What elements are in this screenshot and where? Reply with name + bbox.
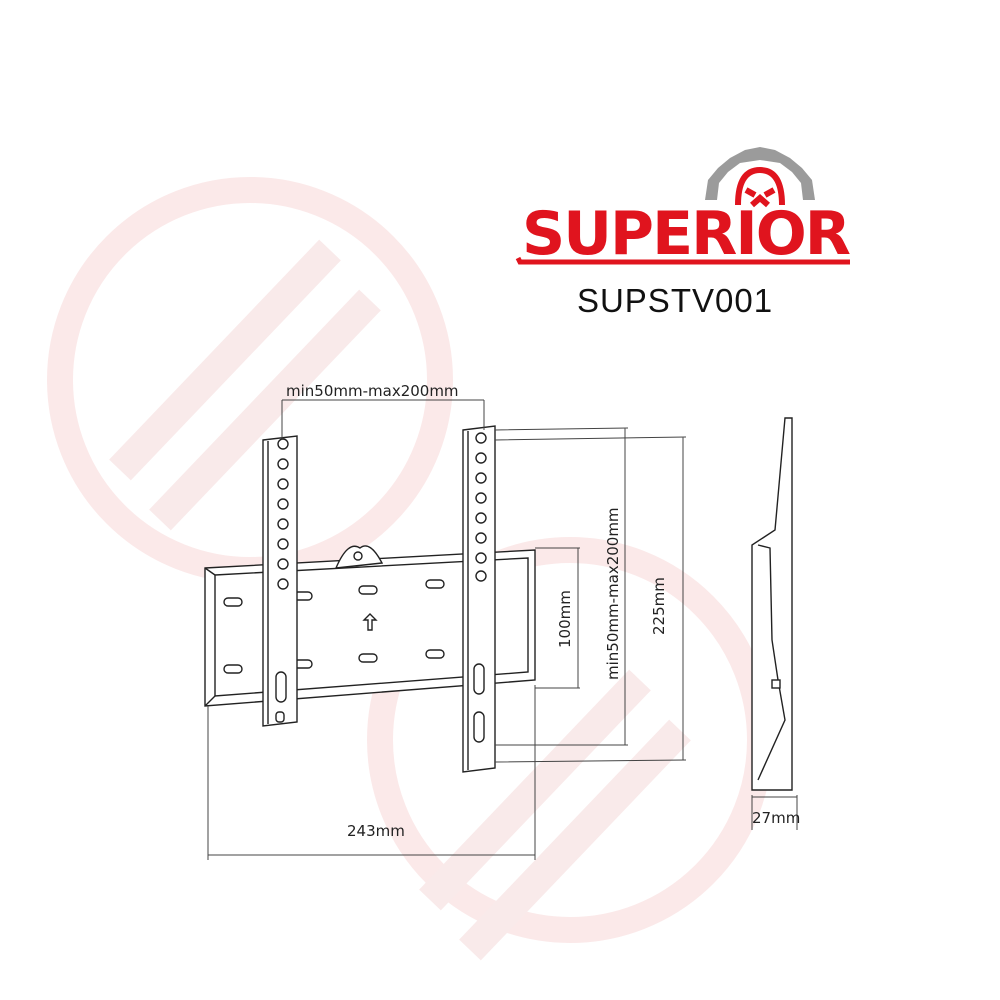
dimension-lines bbox=[207, 399, 798, 860]
plate-width-label: 243mm bbox=[347, 822, 405, 840]
wall-mount-front-view bbox=[204, 425, 536, 773]
brand-name: SUPERIOR bbox=[522, 199, 852, 269]
hanger-hook bbox=[334, 545, 384, 569]
bracket-holes bbox=[275, 432, 487, 743]
superior-logo: SUPERIOR bbox=[515, 147, 852, 269]
side-view bbox=[751, 417, 793, 791]
depth-label: 27mm bbox=[752, 809, 800, 827]
up-arrow-icon bbox=[362, 613, 378, 631]
model-number: SUPSTV001 bbox=[576, 282, 774, 319]
front-height-range-label: min50mm-max200mm bbox=[604, 507, 622, 680]
front-width-range-label: min50mm-max200mm bbox=[286, 382, 459, 400]
left-bracket bbox=[262, 435, 298, 727]
plate-height-label: 100mm bbox=[556, 590, 574, 648]
lion-emblem-icon bbox=[705, 147, 815, 200]
bracket-height-label: 225mm bbox=[650, 577, 668, 635]
